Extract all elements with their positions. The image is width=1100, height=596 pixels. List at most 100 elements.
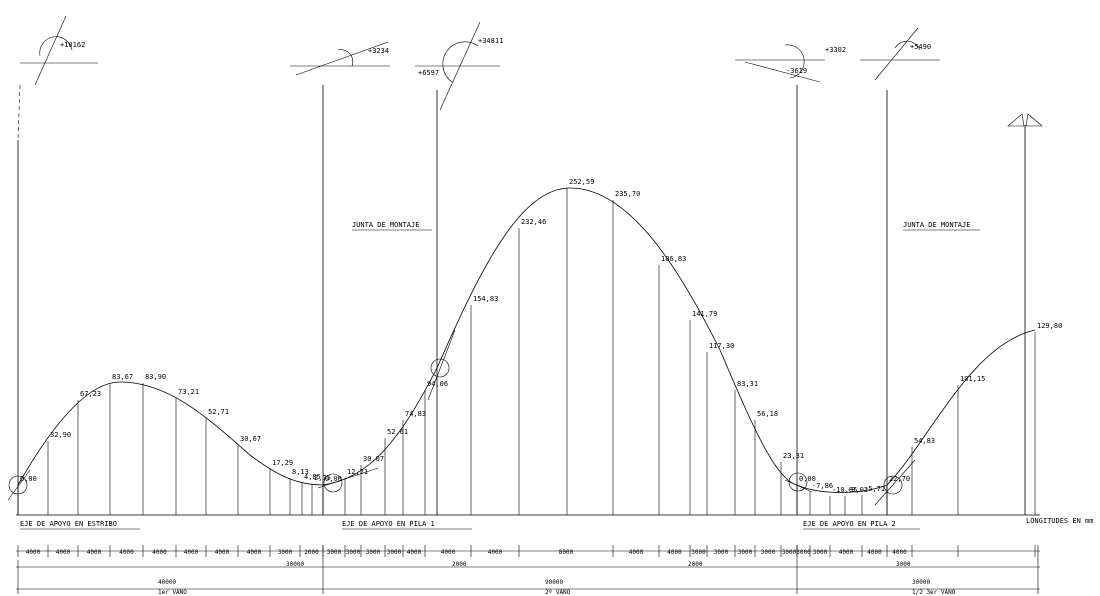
ordinate-label: -5,71 [864,485,885,493]
ordinate-label: 0,00 [20,475,37,483]
joint-label-right: JUNTA DE MONTAJE [903,221,970,229]
ordinate-label: 83,31 [737,380,758,388]
segment-label: 4000 [87,549,102,556]
joint-circle-left [430,358,450,378]
segment-label: 3000 [278,549,293,556]
ordinate-label: -7,86 [812,482,833,490]
ordinate-label: 94,06 [427,380,448,388]
segment-label: 4000 [407,549,422,556]
units-label: LONGITUDES EN mm [1026,517,1093,525]
angle-label-1: +10162 [60,41,85,49]
segment-label: 4000 [892,549,907,556]
tangent-pier-2 [784,479,813,493]
span-1-name: 1er VANO [158,589,187,596]
ordinate-label: 154,83 [473,295,498,303]
ordinate-label: 235,70 [615,190,640,198]
subtotal-label-2: 2000 [452,561,467,568]
ordinate-label: 129,80 [1037,322,1062,330]
angle-sketch-joint-right: +5490 [860,27,940,81]
ordinate-label: 32,90 [50,431,71,439]
angle-label-6: -3619 [786,67,807,75]
segment-label: 4000 [441,549,456,556]
segment-label: 4000 [488,549,503,556]
span-2-length: 90000 [545,579,563,586]
segment-label: 3000 [813,549,828,556]
segment-label: 8000 [559,549,574,556]
angle-label-3: +34811 [478,37,503,45]
ordinate-label: 117,30 [709,342,734,350]
support-circle-pier-1 [323,473,343,493]
ordinate-lines [17,188,1036,515]
segment-label: 4000 [26,549,41,556]
ordinate-label: 30,67 [240,435,261,443]
ordinate-label: 0,00 [325,475,342,483]
subtotal-label-1: 30000 [286,561,304,568]
segment-label: 3000 [366,549,381,556]
segment-label: 3000 [714,549,729,556]
segment-label: 3000 [346,549,361,556]
angle-label-5: +3302 [825,46,846,54]
ordinate-label: 73,21 [178,388,199,396]
ordinate-label: 52,71 [208,408,229,416]
tangent-abutment [7,469,31,501]
ordinate-label: 101,15 [960,375,985,383]
ordinate-label: 30,07 [363,455,384,463]
angle-label-4: +6597 [418,69,439,77]
segment-label: 4000 [184,549,199,556]
support-circle-abutment [8,475,28,495]
support-label-pier-1: EJE DE APOYO EN PILA 1 [342,520,435,528]
segment-label: 4000 [667,549,682,556]
end-marker-icon [1007,113,1043,127]
ordinate-label: 56,18 [757,410,778,418]
segment-label: 3000 [782,549,797,556]
segment-label: 4000 [56,549,71,556]
ordinate-label: 83,90 [145,373,166,381]
support-label-abutment: EJE DE APOYO EN ESTRIBO [20,520,117,528]
segment-label: 3000 [738,549,753,556]
angle-sketch-abutment: +10162 [17,15,98,141]
span-2-name: 2º VANO [545,589,571,596]
span-1-length: 40000 [158,579,176,586]
span-3-name: 1/2 3er VANO [912,589,956,596]
segment-label: 3000 [761,549,776,556]
ordinate-label: 186,83 [661,255,686,263]
segment-label: 4000 [839,549,854,556]
subtotal-label-4: 3000 [896,561,911,568]
segment-label: 4000 [215,549,230,556]
tangent-joint-left [427,329,456,401]
segment-label: 2000 [304,549,319,556]
segment-labels: 4000 4000 4000 4000 4000 4000 4000 4000 3000 2000… [26,549,907,556]
segment-label: 4000 [119,549,134,556]
ordinate-label: 232,46 [521,218,546,226]
segment-label: 4000 [152,549,167,556]
tangent-joint-right [874,459,916,506]
angle-label-2: +3234 [368,47,389,55]
ordinate-label: 52,61 [387,428,408,436]
span-3-length: 30000 [912,579,930,586]
tangent-pier-1 [317,467,379,489]
ordinate-label: -9,02 [847,486,868,494]
ordinate-label: 23,31 [783,452,804,460]
support-label-pier-2: EJE DE APOYO EN PILA 2 [803,520,896,528]
segment-label: 3000 [796,549,811,556]
ordinate-label: 2,75 [314,474,331,482]
ordinate-label: 67,23 [80,390,101,398]
segment-label: 3000 [387,549,402,556]
angle-sketch-pier-2: +3302 -3619 [735,44,846,83]
ordinate-label: 4,85 [304,473,321,481]
ordinate-label: 17,29 [272,459,293,467]
segment-label: 4000 [629,549,644,556]
ordinate-label: 54,83 [914,437,935,445]
ordinate-label: 74,83 [405,410,426,418]
camber-curve [17,187,1036,493]
ordinate-label: 0,00 [799,475,816,483]
joint-label-left: JUNTA DE MONTAJE [352,221,419,229]
segment-label: 3000 [691,549,706,556]
ordinate-label: 252,59 [569,178,594,186]
subtotal-label-3: 2000 [688,561,703,568]
angle-sketch-joint-left: +34811 +6597 [415,21,503,111]
ordinate-label: -10,85 [832,486,857,494]
angle-label-7: +5490 [910,43,931,51]
segment-label: 3000 [327,549,342,556]
